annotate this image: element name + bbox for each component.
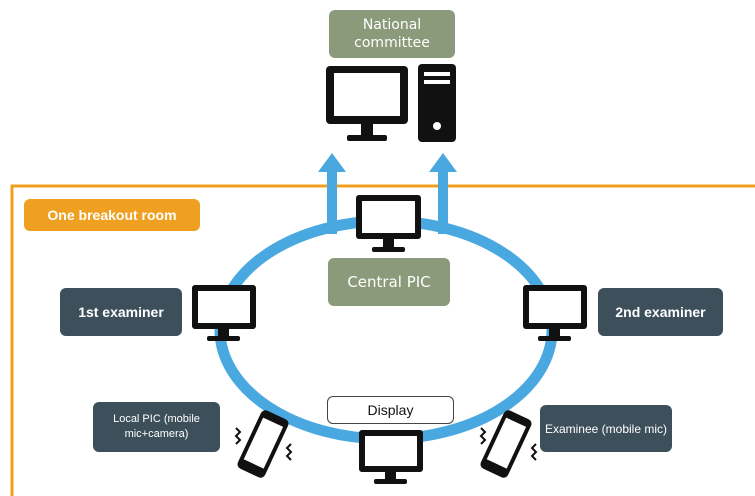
central-pic-monitor-icon (356, 195, 421, 252)
examinee-phone-icon (480, 410, 532, 478)
examinee-vibration-icon (479, 427, 538, 461)
uplink-arrow-left (318, 153, 346, 234)
display-monitor-icon (359, 430, 423, 484)
local-pic-vibration-icon (234, 427, 293, 461)
examiner2-monitor-icon (523, 285, 587, 341)
local-pic-label: Local PIC (mobile mic+camera) (93, 402, 220, 452)
first-examiner-label: 1st examiner (60, 288, 182, 336)
local-pic-phone-icon (237, 410, 289, 478)
display-label: Display (327, 396, 454, 424)
examinee-label: Examinee (mobile mic) (540, 405, 672, 452)
examiner1-monitor-icon (192, 285, 256, 341)
breakout-room-label: One breakout room (24, 199, 200, 231)
national-monitor-icon (326, 66, 408, 141)
national-committee-label: National committee (329, 10, 455, 58)
breakout-room-border (10, 184, 755, 496)
national-pc-tower-icon (418, 64, 456, 142)
uplink-arrow-right (429, 153, 457, 234)
central-pic-label: Central PIC (328, 258, 450, 306)
second-examiner-label: 2nd examiner (598, 288, 723, 336)
